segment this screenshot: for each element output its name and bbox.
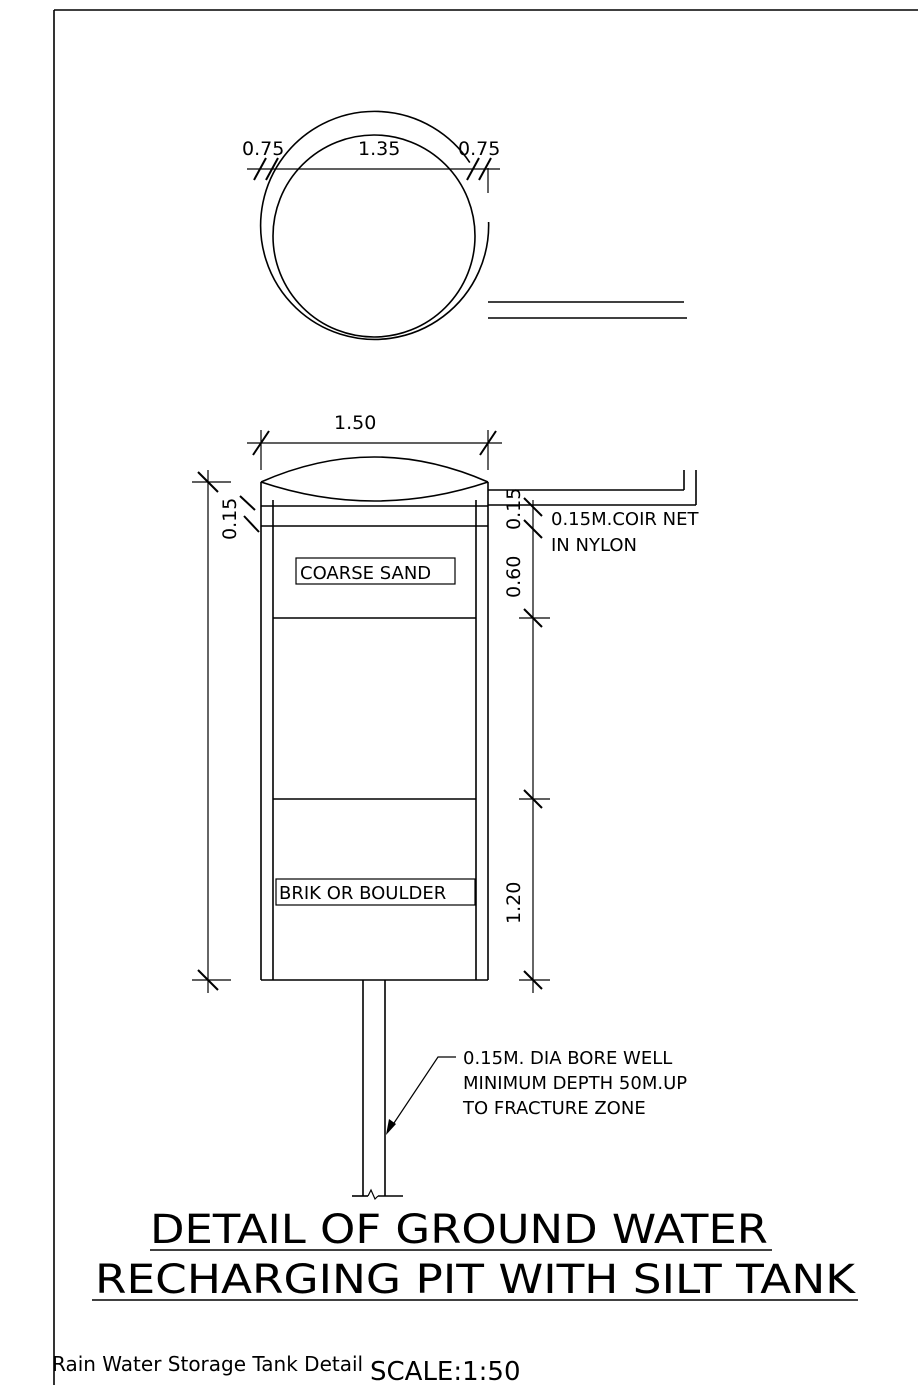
section-width-tick	[252, 430, 270, 456]
dome-top	[260, 456, 489, 483]
right-dim-coir-net: 0.15	[503, 488, 525, 530]
plan-dim-tick	[478, 157, 492, 181]
bore-note-line2: MINIMUM DEPTH 50M.UP	[463, 1073, 687, 1094]
bore-note-line1: 0.15M. DIA BORE WELL	[463, 1048, 672, 1069]
plan-dim-tick	[253, 157, 267, 181]
section-width-tick	[479, 430, 497, 456]
bore-note-leader	[387, 1056, 456, 1133]
left-dim-top-layer: 0.15	[219, 498, 241, 540]
title-line2: RECHARGING PIT WITH SILT TANK	[95, 1257, 857, 1303]
left-dim-tick	[197, 471, 219, 493]
plan-dim-right-wall: 0.75	[458, 138, 500, 160]
section-view: 1.50 COARSE SAND BRIK OR BOULDER	[192, 412, 699, 1201]
boulder-label-box	[275, 878, 476, 906]
sand-label: COARSE SAND	[300, 563, 431, 584]
footer-caption: Rain Water Storage Tank Detail	[52, 1352, 363, 1376]
bore-note-line3: TO FRACTURE ZONE	[462, 1098, 646, 1119]
plan-dim-inner-dia: 1.35	[358, 138, 400, 160]
bore-note-arrow	[386, 1119, 396, 1135]
bore-well-break	[367, 1188, 379, 1201]
left-dim-tick	[243, 515, 260, 533]
title-line1: DETAIL OF GROUND WATER	[150, 1207, 768, 1253]
left-dim-tick	[197, 969, 219, 991]
plan-outer-circle	[259, 110, 490, 341]
dome-bottom	[260, 481, 489, 502]
right-dim-sand: 0.60	[503, 556, 525, 598]
sand-label-box	[295, 557, 456, 585]
left-dim-tick	[239, 495, 256, 511]
plan-dim-tick	[466, 157, 480, 181]
plan-inner-circle	[272, 134, 476, 338]
right-dim-boulder: 1.20	[503, 882, 525, 924]
plan-dim-tick	[265, 157, 279, 181]
plan-dim-left-wall: 0.75	[242, 138, 284, 160]
boulder-label: BRIK OR BOULDER	[279, 883, 446, 904]
right-dim-tick	[523, 519, 543, 539]
section-width-value: 1.50	[334, 412, 376, 434]
plan-view: 0.75 1.35 0.75	[242, 110, 687, 341]
coir-note-line2: IN NYLON	[551, 535, 637, 556]
scale-label: SCALE:1:50	[370, 1357, 521, 1385]
coir-note-line1: 0.15M.COIR NET	[551, 509, 699, 530]
right-dim-tick	[523, 497, 543, 517]
